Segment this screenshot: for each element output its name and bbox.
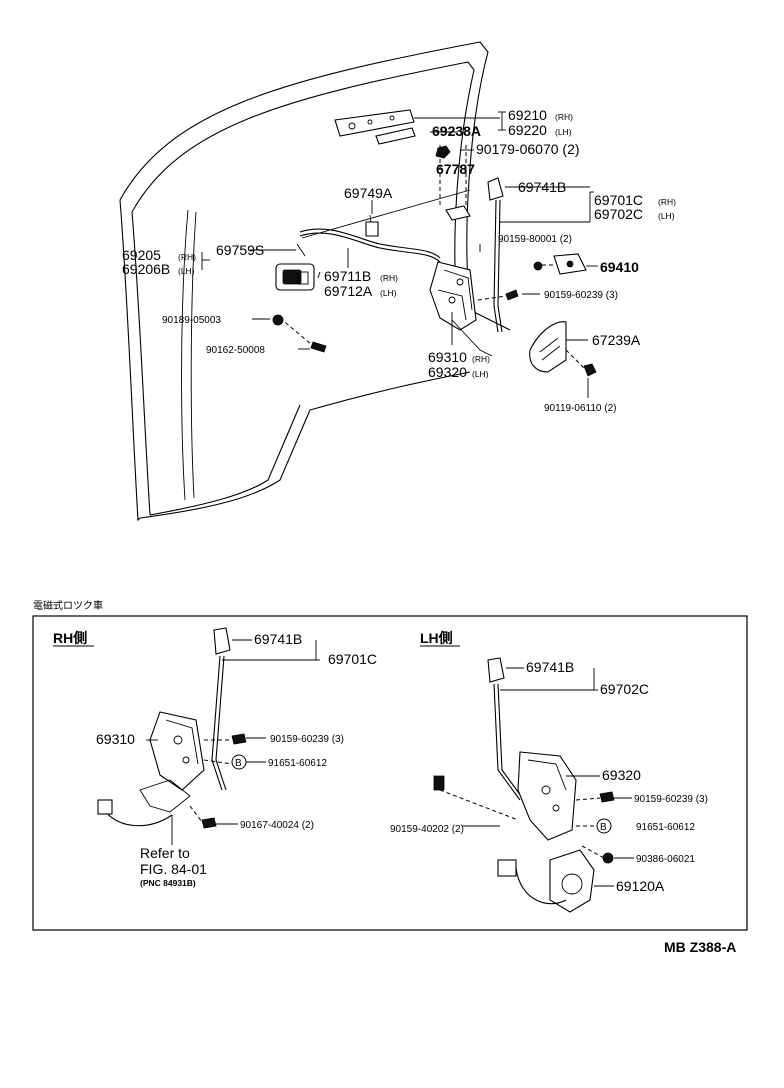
label-69220-lh: (LH) [555, 127, 572, 137]
rh-refer-to: Refer to [140, 845, 190, 861]
lh-label-69702C: 69702C [600, 681, 649, 697]
label-69210: 69210 [508, 107, 547, 123]
label-69320-lh: (LH) [472, 369, 489, 379]
rh-refer-pnc: (PNC 84931B) [140, 878, 196, 888]
electric-lock-section-box [32, 615, 748, 931]
lh-label-69120A: 69120A [616, 878, 665, 894]
label-69712A: 69712A [324, 283, 373, 299]
label-69711B: 69711B [324, 268, 371, 284]
lh-lock-assembly [439, 657, 605, 913]
label-69205-rh: (RH) [178, 252, 196, 262]
label-90119-06110: 90119-06110 (2) [544, 403, 616, 414]
rh-lock-assembly [97, 627, 233, 827]
screws-upper [272, 314, 327, 353]
label-69238A: 69238A [432, 123, 481, 139]
label-69701C-rh: (RH) [658, 197, 676, 207]
rh-label-69741B: 69741B [254, 631, 302, 647]
rh-label-90167-40024: 90167-40024 (2) [240, 820, 314, 831]
rh-screws [201, 733, 247, 829]
label-69701C: 69701C [594, 192, 643, 208]
lh-label-90159-60239: 90159-60239 (3) [634, 794, 708, 805]
lh-label-90159-40202: 90159-40202 (2) [390, 824, 464, 835]
label-69206B-lh: (LH) [178, 266, 195, 276]
label-69310: 69310 [428, 349, 467, 365]
door-frame-outline [119, 41, 511, 522]
label-67787: 67787 [436, 161, 475, 177]
rh-label-69701C: 69701C [328, 651, 377, 667]
nut-90179 [435, 145, 451, 159]
rh-refer-fig: FIG. 84-01 [140, 861, 207, 877]
label-90159-80001: 90159-80001 (2) [498, 234, 572, 245]
cylinder-67787 [445, 205, 471, 221]
striker-69410 [533, 253, 587, 275]
label-69702C: 69702C [594, 206, 643, 222]
lh-label-69320: 69320 [602, 767, 641, 783]
label-90159-60239: 90159-60239 (3) [544, 290, 618, 301]
label-69702C-lh: (LH) [658, 211, 675, 221]
label-69712A-lh: (LH) [380, 288, 397, 298]
label-69206B: 69206B [122, 261, 170, 277]
lh-screws [433, 775, 615, 864]
label-90189-05003: 90189-05003 [162, 315, 221, 326]
label-67239A: 67239A [592, 332, 641, 348]
figure-code: MB Z388-A [664, 939, 736, 955]
lock-knob-rod-69701C [487, 177, 504, 333]
label-69759S: 69759S [216, 242, 264, 258]
label-69410: 69410 [600, 259, 639, 275]
cover-67239A [529, 321, 597, 377]
rh-bracket-lines [146, 639, 320, 845]
rh-label-69310: 69310 [96, 731, 135, 747]
lh-label-69741B: 69741B [526, 659, 574, 675]
outside-handle-69210 [334, 109, 500, 145]
lh-label-90386-06021: 90386-06021 [636, 854, 695, 865]
label-69320: 69320 [428, 364, 467, 380]
rh-label-91651-60612: 91651-60612 [268, 758, 327, 769]
rh-circle-b: B [235, 758, 242, 769]
rh-heading: RH側 [53, 630, 87, 646]
lh-bracket-lines [462, 667, 634, 887]
label-69310-rh: (RH) [472, 354, 490, 364]
label-69749A: 69749A [344, 185, 393, 201]
door-lock-assembly-69310 [429, 261, 493, 357]
section-title: 電磁式ロツク車 [33, 599, 103, 612]
label-69711B-rh: (RH) [380, 273, 398, 283]
label-90162-50008: 90162-50008 [206, 345, 265, 356]
screw-90159-60239 [505, 289, 519, 301]
inside-handle-69205 [275, 263, 315, 291]
rh-label-90159-60239: 90159-60239 (3) [270, 734, 344, 745]
lh-label-91651-60612: 91651-60612 [636, 822, 695, 833]
label-69210-rh: (RH) [555, 112, 573, 122]
lh-circle-b: B [600, 822, 607, 833]
label-90179-06070: 90179-06070 (2) [476, 141, 580, 157]
label-brackets-upper [201, 111, 598, 350]
lh-heading: LH側 [420, 630, 453, 646]
lock-rods [296, 189, 471, 263]
label-69220: 69220 [508, 122, 547, 138]
label-69741B: 69741B [518, 179, 566, 195]
label-69205: 69205 [122, 247, 161, 263]
